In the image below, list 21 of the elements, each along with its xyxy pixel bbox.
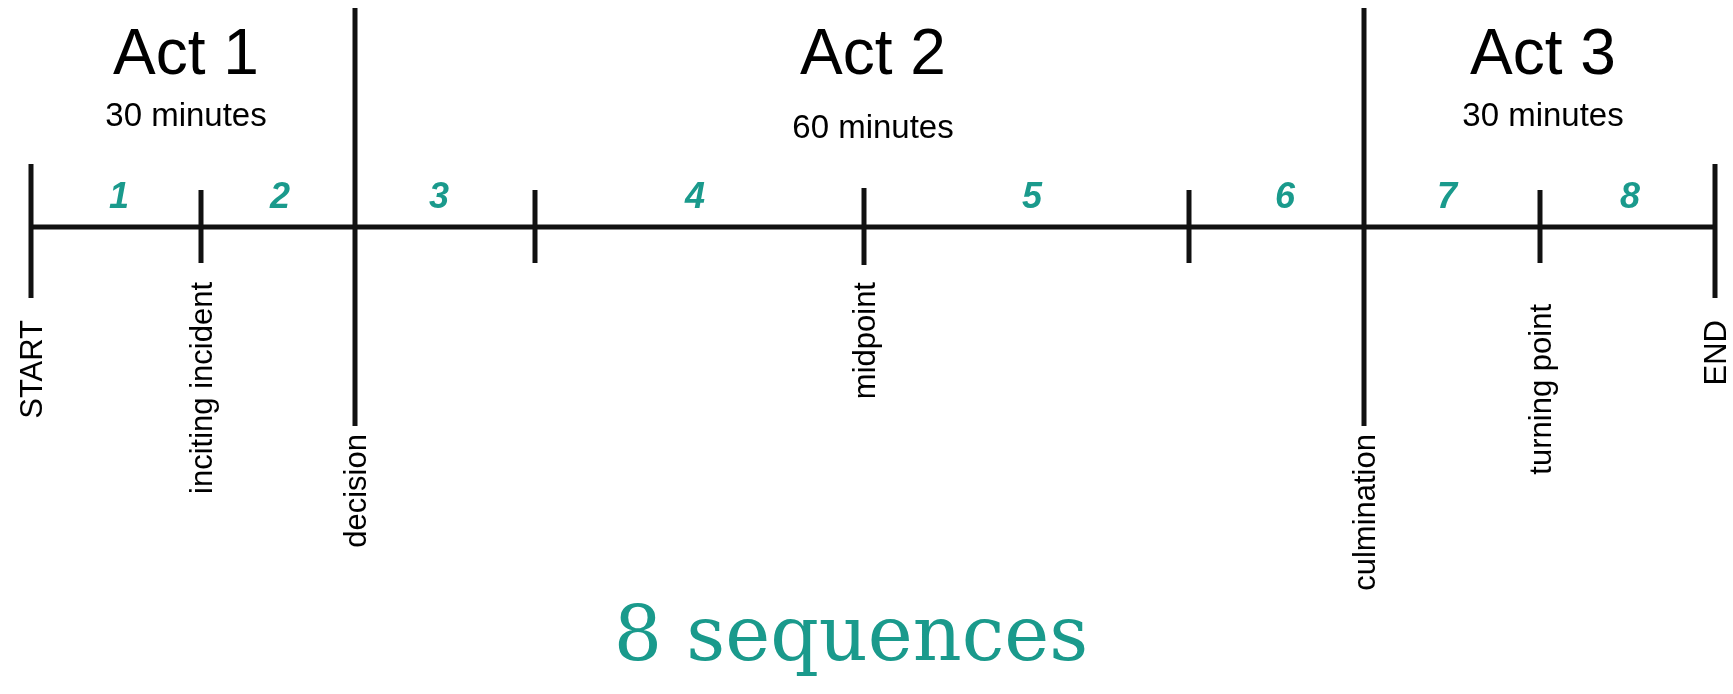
milestone-label: END: [1699, 320, 1731, 386]
sequence-number: 5: [1022, 178, 1042, 214]
act-duration: 30 minutes: [1462, 98, 1624, 131]
sequence-number: 4: [685, 178, 705, 214]
sequence-number: 3: [429, 178, 449, 214]
act-duration: 60 minutes: [792, 110, 954, 143]
milestone-label: START: [15, 320, 47, 419]
act-duration: 30 minutes: [105, 98, 267, 131]
sequence-number: 2: [270, 178, 290, 214]
sequence-number: 7: [1437, 178, 1457, 214]
sequence-number: 6: [1275, 178, 1295, 214]
milestone-label: turning point: [1524, 304, 1556, 475]
milestone-label: culmination: [1348, 434, 1380, 591]
act-heading: Act 3: [1470, 20, 1616, 84]
act-heading: Act 1: [113, 20, 259, 84]
milestone-label: midpoint: [848, 282, 880, 400]
act-heading: Act 2: [800, 20, 946, 84]
sequence-number: 8: [1620, 178, 1640, 214]
sequence-number: 1: [109, 178, 129, 214]
milestone-label: decision: [339, 434, 371, 548]
milestone-label: inciting incident: [185, 282, 217, 494]
